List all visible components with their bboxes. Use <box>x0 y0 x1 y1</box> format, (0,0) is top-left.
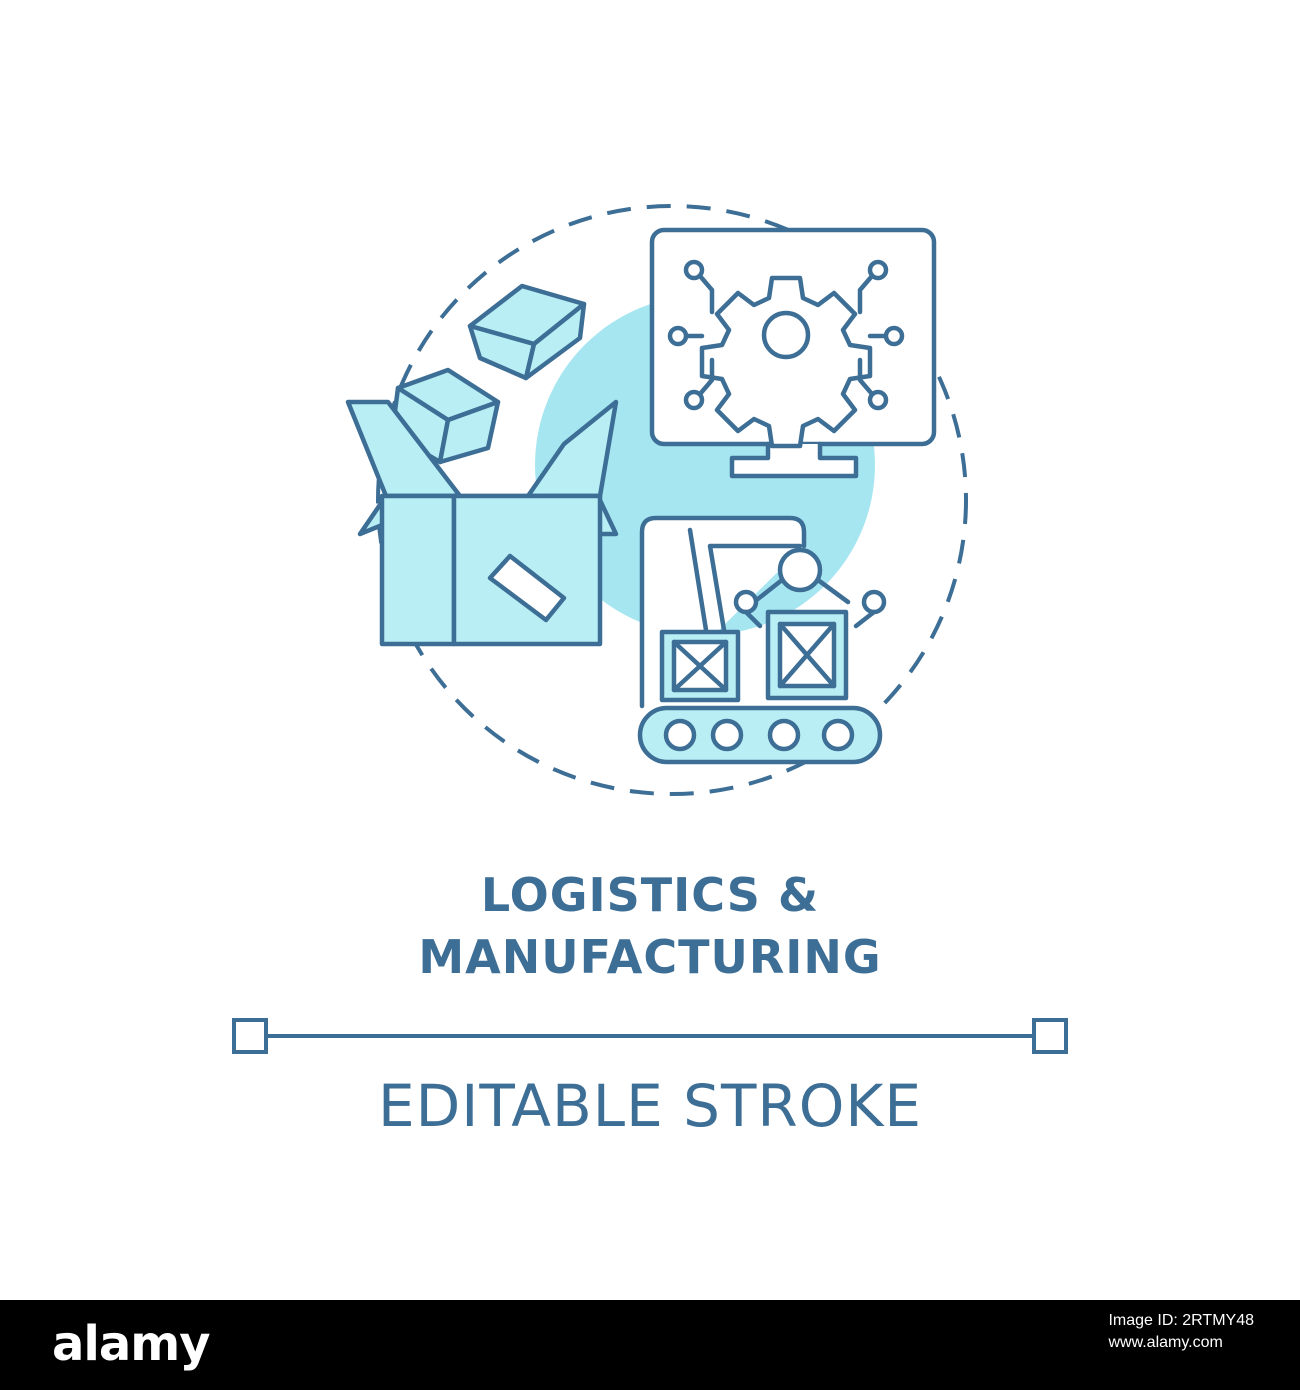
arm-joint-left <box>733 589 759 615</box>
circuit-lines <box>667 259 905 411</box>
canvas: LOGISTICS & MANUFACTURING EDITABLE STROK… <box>232 204 1068 1140</box>
image-id: Image ID: 2RTMY48 <box>1108 1312 1254 1329</box>
monitor-icon <box>649 227 937 479</box>
watermark-meta: Image ID: 2RTMY48 www.alamy.com <box>1108 1310 1254 1354</box>
alamy-logo: alamy <box>52 1316 211 1372</box>
crate-left <box>659 629 741 703</box>
logistics-manufacturing-icon <box>232 204 1068 1054</box>
title-line-1: LOGISTICS & <box>480 868 820 922</box>
arm-joint-right <box>861 589 887 615</box>
watermark-url: www.alamy.com <box>1108 1334 1223 1351</box>
flying-cube <box>467 283 587 381</box>
robotic-arm-conveyor-icon <box>637 515 887 765</box>
box-body-left <box>379 493 457 647</box>
box-label <box>487 553 567 623</box>
robot-arm <box>687 527 803 633</box>
conveyor-belt <box>637 705 883 765</box>
stroke-divider <box>232 1018 1068 1054</box>
dashed-ring <box>376 204 968 796</box>
crate-right <box>765 609 849 701</box>
open-box-icon <box>345 283 619 647</box>
subtitle: EDITABLE STROKE <box>377 1072 923 1140</box>
watermark-bar: alamy Image ID: 2RTMY48 www.alamy.com <box>0 1300 1300 1390</box>
gear-icon <box>699 275 873 449</box>
gear-center <box>761 310 811 360</box>
monitor-stand <box>729 441 859 479</box>
title-line-2: MANUFACTURING <box>418 930 882 984</box>
